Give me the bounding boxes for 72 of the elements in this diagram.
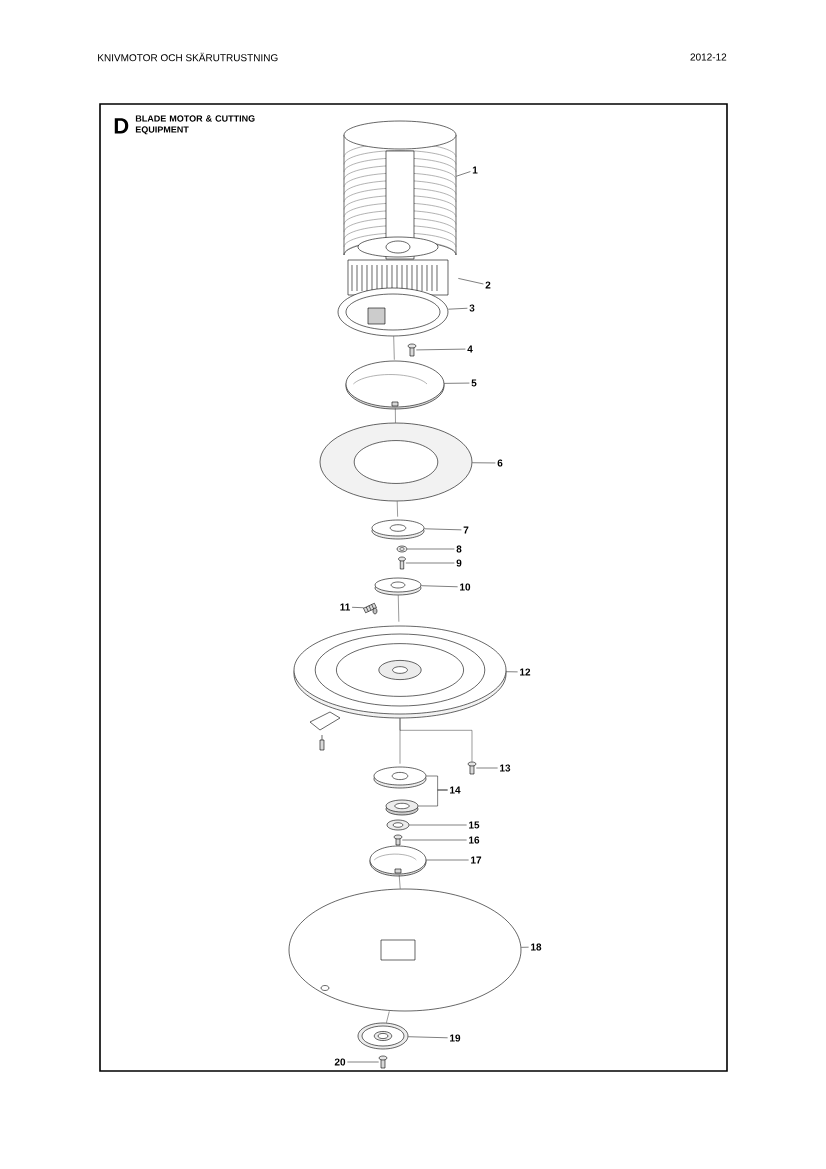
leader-line [521, 946, 529, 948]
leader-line [472, 462, 496, 464]
callout-number: 15 [466, 820, 482, 830]
part-drawing [374, 577, 422, 596]
part-drawing [357, 1022, 409, 1050]
callout-number: 1 [470, 165, 480, 175]
part-drawing [363, 602, 378, 615]
part-drawing [337, 287, 449, 337]
assembly-line [399, 718, 401, 764]
leader-line [476, 767, 498, 769]
leader-line [426, 859, 469, 861]
callout-number: 20 [332, 1056, 348, 1068]
part-drawing [293, 625, 507, 719]
part-drawing [398, 556, 406, 570]
leader-line [402, 839, 467, 841]
assembly-line [397, 501, 398, 517]
assembly-line [399, 875, 401, 889]
callout-number: 17 [468, 855, 484, 865]
callout-number: 14 [447, 785, 463, 795]
callout-number: 8 [454, 543, 464, 555]
callout-number: 11 [338, 602, 352, 612]
leader-line [351, 607, 364, 608]
leader-line [458, 278, 484, 285]
callout-number: 12 [517, 667, 533, 677]
callout-number: 13 [497, 762, 513, 774]
section-letter: D [114, 118, 129, 134]
part-drawing [373, 766, 427, 789]
part-drawing [319, 422, 473, 502]
part-drawing [396, 545, 408, 553]
callout-number: 16 [466, 834, 482, 846]
part-drawing [371, 519, 425, 540]
part-drawing [347, 236, 449, 296]
callout-number: 2 [483, 280, 493, 290]
assembly-line [395, 408, 396, 423]
callout-number: 5 [469, 378, 479, 388]
callout-number: 18 [528, 941, 544, 953]
part-drawing [393, 834, 403, 846]
callout-number: 6 [495, 457, 505, 469]
section-title: BLADE MOTOR & CUTTING EQUIPMENT [135, 115, 255, 135]
leader-line [405, 562, 455, 564]
assembly-line [393, 336, 395, 360]
leader-line [418, 789, 448, 807]
callout-number: 9 [454, 557, 464, 569]
leader-line [347, 1061, 379, 1063]
part-drawing [386, 819, 410, 831]
leader-line [416, 348, 466, 351]
callout-number: 4 [465, 344, 475, 354]
leader-line [409, 824, 467, 826]
assembly-line [398, 595, 400, 622]
page-header: KNIVMOTOR OCH SKÄRUTRUSTNING [98, 52, 278, 62]
callout-number: 3 [467, 302, 477, 314]
part-drawing [369, 845, 427, 877]
part-drawing [343, 120, 457, 260]
leader-line [424, 528, 462, 531]
callout-number: 19 [447, 1032, 463, 1044]
leader-line [444, 382, 470, 384]
leader-line [448, 308, 468, 310]
leader-line [408, 1036, 448, 1039]
part-drawing [385, 799, 419, 816]
part-drawing [288, 888, 522, 1012]
leader-line [456, 171, 471, 177]
leader-line [506, 671, 518, 673]
callout-number: 10 [457, 581, 473, 593]
callout-number: 7 [461, 525, 471, 535]
page-header: 2012-12 [690, 53, 727, 61]
leader-line [407, 548, 455, 550]
part-drawing [467, 761, 477, 775]
part-drawing [345, 360, 445, 410]
part-drawing [378, 1055, 388, 1069]
leader-line [421, 585, 458, 588]
assembly-line [386, 1011, 390, 1023]
part-drawing [407, 343, 417, 357]
